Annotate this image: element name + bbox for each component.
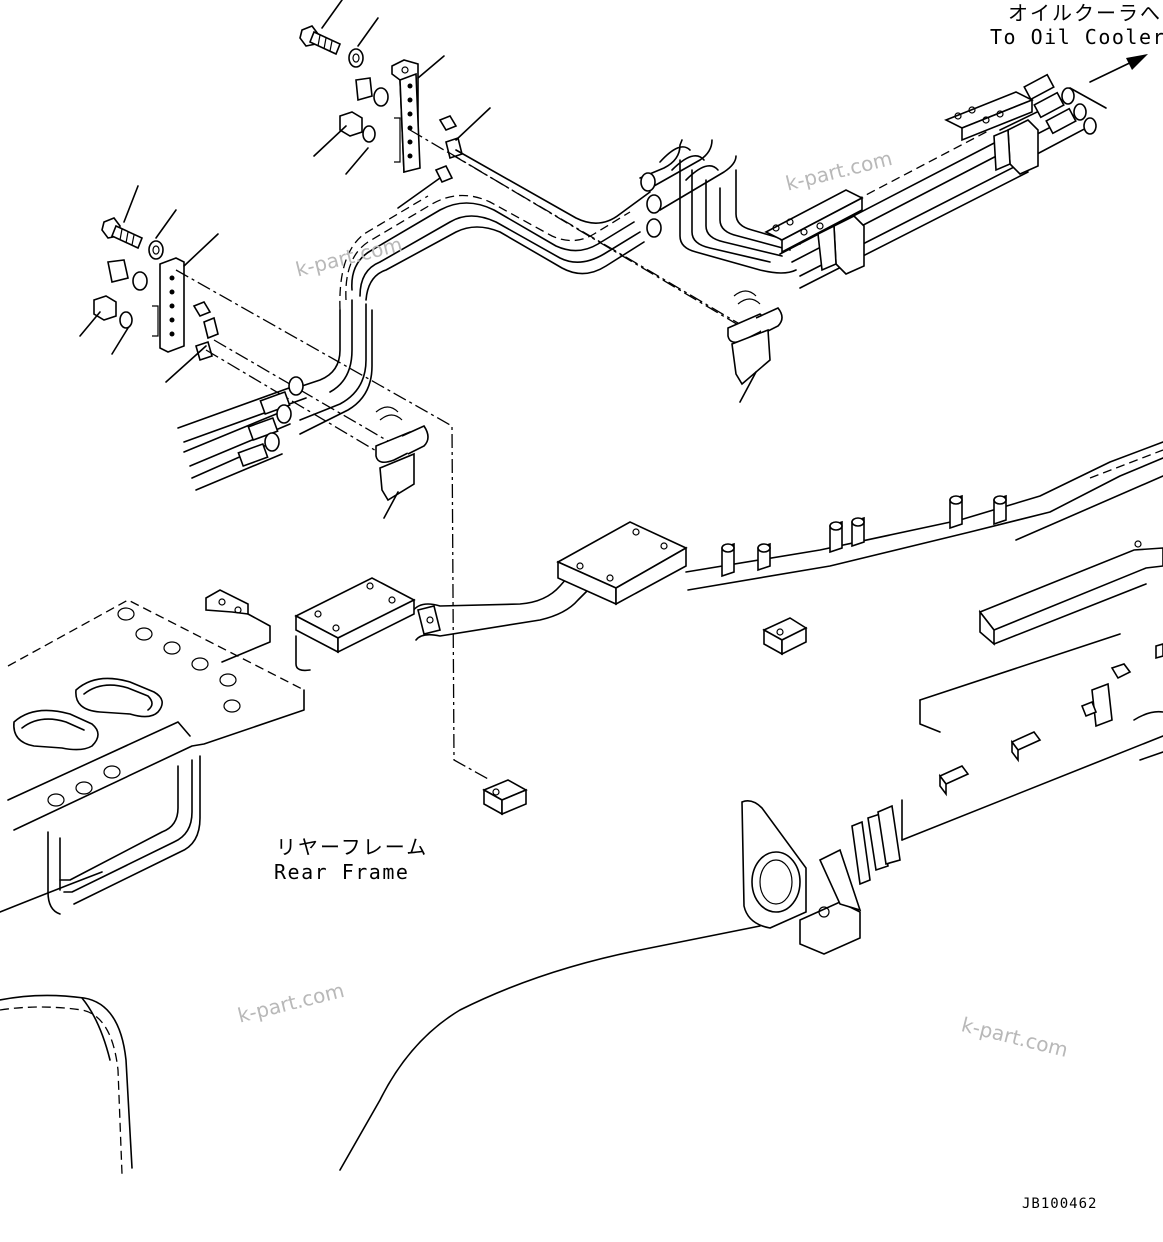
frame-bosses: [721, 494, 1007, 578]
left-clamp-assembly: [79, 185, 219, 383]
washer-upper: [348, 48, 364, 68]
upper-clamp-assembly: [299, 0, 491, 209]
rear-frame-label-jp: リヤーフレーム: [276, 835, 429, 859]
bracket-plate-left: [159, 257, 185, 353]
u-bolt-clamps: [375, 290, 783, 519]
rear-frame: [0, 441, 1163, 1175]
oil-cooler-direction-arrow: [1069, 54, 1148, 109]
frame-small-parts: [938, 643, 1163, 797]
bracket-plate-upper: [391, 59, 421, 174]
nut-left: [93, 295, 117, 321]
top-clamp-block: [944, 91, 1039, 175]
oil-cooler-label-en: To Oil Cooler: [990, 25, 1163, 49]
bolt-left: [101, 217, 144, 250]
oil-cooler-label-jp: オイルクーラへ: [1008, 1, 1162, 25]
right-clamp-block: [764, 189, 865, 275]
frame-plate-holes: [47, 607, 241, 807]
nut-upper: [339, 111, 363, 137]
hose-bundle: [177, 95, 1091, 491]
drawing-code: JB100462: [1022, 1196, 1098, 1212]
alignment-lines: [175, 129, 761, 781]
oil-cooler-fittings: [1023, 73, 1097, 135]
rear-frame-label-en: Rear Frame: [274, 860, 410, 884]
washer-left: [148, 240, 164, 260]
bolt-upper: [299, 25, 342, 56]
